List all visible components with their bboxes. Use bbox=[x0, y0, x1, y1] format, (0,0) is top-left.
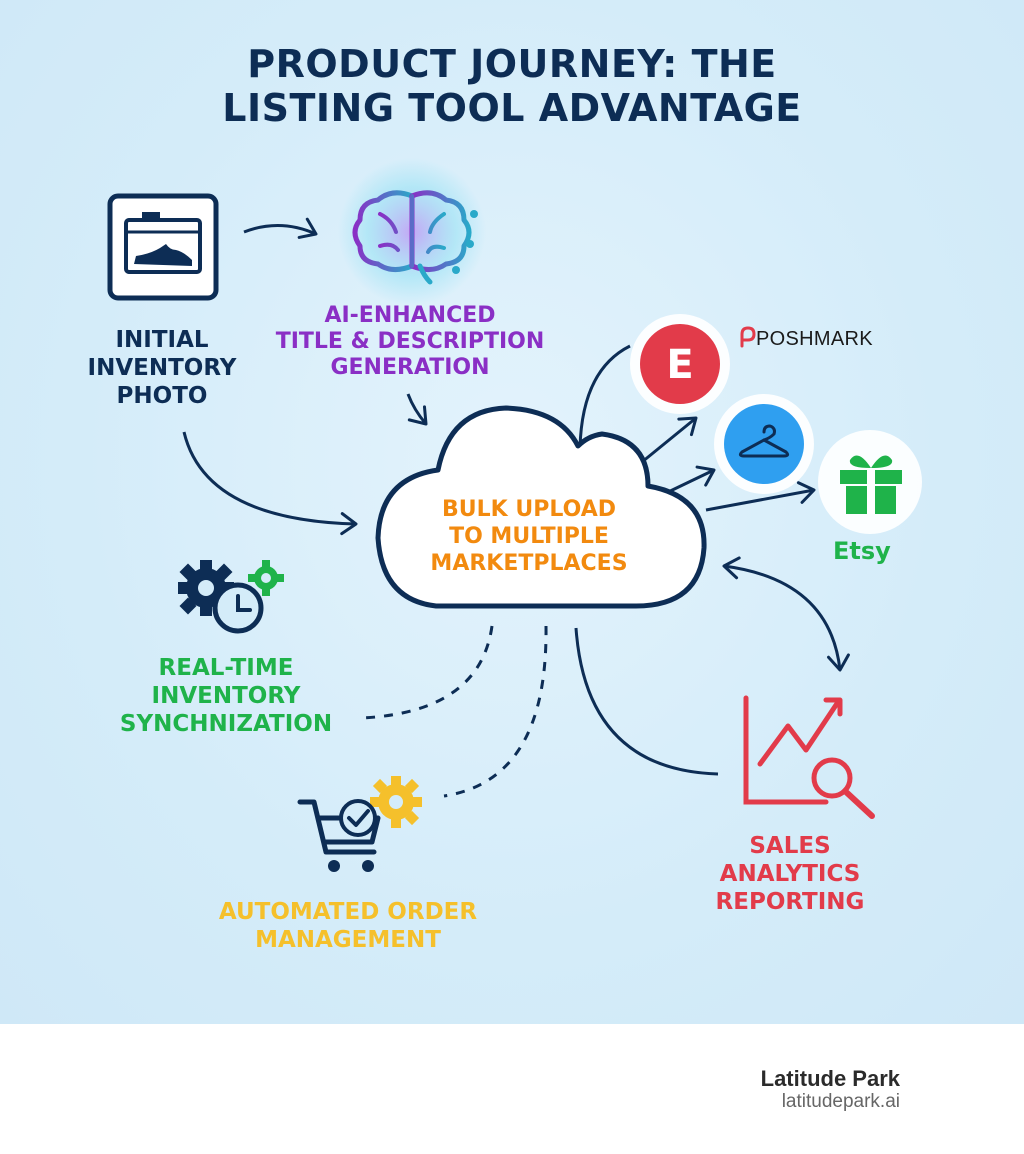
step-sync-line-1: REAL-TIME bbox=[158, 655, 294, 681]
shoe-box-photo-icon bbox=[107, 193, 219, 301]
hanger-icon bbox=[714, 394, 814, 494]
ai-brain-icon bbox=[338, 158, 486, 306]
step-sync-line-3: SYNCHNIZATION bbox=[119, 711, 333, 737]
diagram-graphics: E bbox=[107, 158, 922, 872]
cloud-icon bbox=[375, 405, 707, 609]
arrow-to-etsy bbox=[705, 481, 816, 512]
step-analytics-label: SALES ANALYTICS REPORTING bbox=[690, 832, 890, 916]
line-cloud-to-analytics bbox=[574, 627, 719, 776]
gift-icon bbox=[818, 430, 922, 534]
poshmark-logo-icon bbox=[740, 326, 756, 348]
step-orders-label: AUTOMATED ORDER MANAGEMENT bbox=[190, 898, 506, 954]
arrow-ai-to-cloud bbox=[406, 393, 428, 426]
step-photo-line-3: PHOTO bbox=[116, 383, 208, 409]
step-analytics-line-2: ANALYTICS bbox=[719, 861, 861, 887]
step-analytics-line-1: SALES bbox=[749, 833, 831, 859]
arrow-photo-to-cloud bbox=[182, 431, 358, 536]
chart-magnifier-icon bbox=[743, 695, 875, 819]
arrow-cloud-analytics bbox=[722, 556, 850, 672]
footer bbox=[0, 1024, 1024, 1154]
arrow-to-poshmark bbox=[663, 465, 716, 496]
step-photo-line-1: INITIAL bbox=[115, 327, 209, 353]
step-ai-line-1: AI-ENHANCED bbox=[324, 303, 496, 328]
svg-text:E: E bbox=[666, 342, 693, 388]
gears-clock-icon bbox=[178, 560, 284, 634]
diagram-canvas: E bbox=[0, 0, 1024, 1024]
step-ai-line-2: TITLE & DESCRIPTION bbox=[275, 329, 545, 354]
step-photo-line-2: INVENTORY bbox=[87, 355, 237, 381]
step-sync-label: REAL-TIME INVENTORY SYNCHNIZATION bbox=[90, 654, 362, 738]
step-orders-line-2: MANAGEMENT bbox=[255, 927, 441, 953]
step-orders-line-1: AUTOMATED ORDER bbox=[218, 899, 478, 925]
poshmark-label: POSHMARK bbox=[756, 328, 873, 350]
step-analytics-line-3: REPORTING bbox=[715, 889, 865, 915]
line-cloud-to-ebay bbox=[578, 344, 631, 449]
title-line-1: PRODUCT JOURNEY: THE bbox=[247, 42, 777, 86]
step-ai-label: AI-ENHANCED TITLE & DESCRIPTION GENERATI… bbox=[262, 303, 558, 381]
step-upload-label: BULK UPLOAD TO MULTIPLE MARKETPLACES bbox=[404, 496, 654, 577]
cart-check-gear-icon bbox=[297, 776, 422, 872]
dashed-cloud-to-sync bbox=[361, 625, 494, 720]
arrow-to-ebay bbox=[641, 416, 698, 464]
etsy-label: Etsy bbox=[833, 537, 891, 565]
step-initial-photo-label: INITIAL INVENTORY PHOTO bbox=[62, 326, 262, 410]
step-upload-line-1: BULK UPLOAD bbox=[442, 497, 616, 522]
dashed-cloud-to-orders bbox=[443, 625, 548, 798]
brand-name: Latitude Park bbox=[760, 1066, 900, 1091]
arrow-photo-to-ai bbox=[243, 217, 318, 239]
step-upload-line-2: TO MULTIPLE bbox=[449, 524, 609, 549]
marketplace-e-icon: E bbox=[630, 314, 730, 414]
step-upload-line-3: MARKETPLACES bbox=[430, 551, 628, 576]
title-line-2: LISTING TOOL ADVANTAGE bbox=[222, 86, 802, 130]
step-ai-line-3: GENERATION bbox=[330, 355, 490, 380]
brand-url: latitudepark.ai bbox=[781, 1091, 900, 1112]
step-sync-line-2: INVENTORY bbox=[151, 683, 301, 709]
